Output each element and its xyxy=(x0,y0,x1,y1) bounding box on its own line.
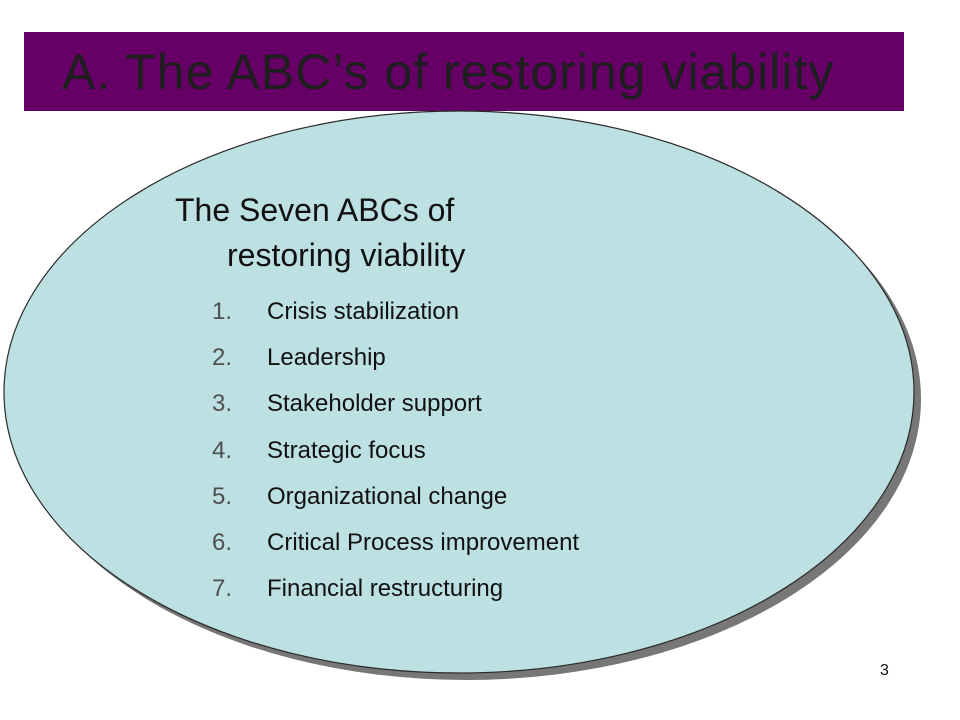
list-item-number: 4. xyxy=(212,436,233,464)
list-item-number: 6. xyxy=(212,529,233,557)
list-item-number: 7. xyxy=(212,575,233,603)
footer-text xyxy=(400,663,580,685)
list-item-number: 2. xyxy=(212,344,233,372)
list-item-label: Stakeholder support xyxy=(267,390,482,418)
list-item-number: 3. xyxy=(212,390,233,418)
list-item-label: Leadership xyxy=(267,344,386,372)
list-item-label: Organizational change xyxy=(267,482,508,510)
list-item: 5. Organizational change xyxy=(212,474,579,520)
slide-title: A. The ABC’s of restoring viability xyxy=(62,44,835,100)
list-item-label: Strategic focus xyxy=(267,436,426,464)
list-item-label: Financial restructuring xyxy=(267,575,504,603)
list-item: 1. Crisis stabilization xyxy=(212,289,579,335)
list-item-number: 5. xyxy=(212,482,233,510)
list-item: 6. Critical Process improvement xyxy=(212,520,579,566)
list-item-label: Crisis stabilization xyxy=(267,298,460,326)
ellipse-main xyxy=(3,110,915,674)
list-item: 3. Stakeholder support xyxy=(212,381,579,427)
list-item: 7. Financial restructuring xyxy=(212,566,579,612)
slide-number: 3 xyxy=(880,662,889,679)
list-heading-line2: restoring viability xyxy=(227,237,466,273)
list-heading: The Seven ABCs of restoring viability xyxy=(175,188,465,278)
list-heading-line1: The Seven ABCs of xyxy=(175,192,455,228)
list-item-number: 1. xyxy=(212,298,233,326)
abc-list: 1. Crisis stabilization 2. Leadership 3.… xyxy=(212,289,579,612)
list-item-label: Critical Process improvement xyxy=(267,529,580,557)
list-item: 2. Leadership xyxy=(212,335,579,381)
title-bar xyxy=(24,32,904,111)
list-item: 4. Strategic focus xyxy=(212,428,579,474)
